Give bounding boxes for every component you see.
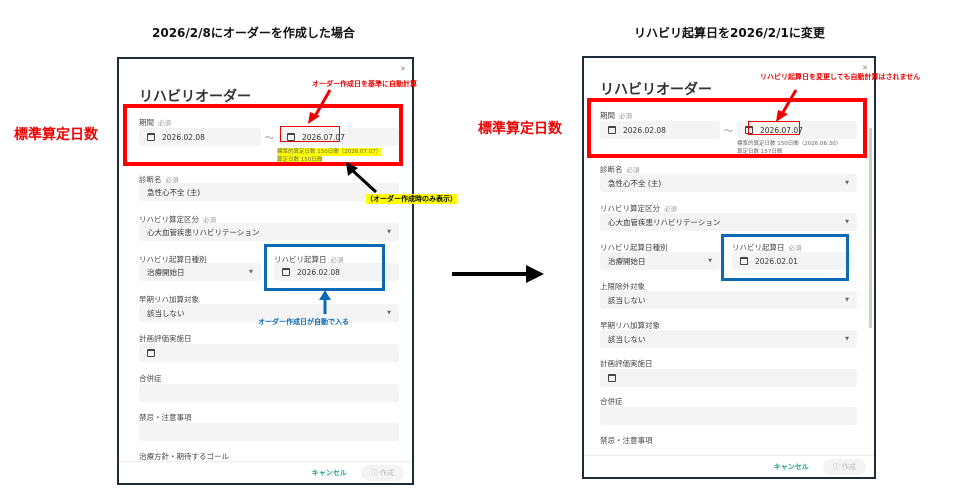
category-select[interactable]: 心大血管疾患リハビリテーション▼ (139, 223, 399, 241)
category-label: リハビリ算定区分必須 (139, 215, 216, 224)
complication-input[interactable] (600, 407, 857, 425)
close-icon[interactable]: ✕ (862, 64, 868, 72)
calendar-icon (608, 374, 616, 382)
tilde: 〜 (265, 134, 275, 144)
calendar-icon (745, 126, 753, 134)
right-side-label: 標準算定日数 (478, 121, 562, 137)
start-day-highlight (721, 234, 849, 281)
early-select[interactable]: 該当しない▼ (600, 330, 857, 348)
auto-fill-note: オーダー作成日が自動で入る (258, 318, 349, 326)
start-type-select[interactable]: 治療開始日▼ (600, 252, 720, 270)
dialog-footer: キャンセル ⓘ 作成 (119, 461, 412, 483)
period-label: 期間必須 (139, 118, 171, 127)
calendar-icon (147, 133, 155, 141)
dialog-title: リハビリオーダー (139, 89, 251, 105)
calendar-icon (287, 133, 295, 141)
limit-select[interactable]: 該当しない▼ (600, 291, 857, 309)
start-day-input[interactable]: 2026.02.01 (732, 252, 852, 270)
start-type-label: リハビリ起算日種別 (139, 255, 207, 264)
tilde: 〜 (724, 127, 734, 137)
start-date-input[interactable]: 2026.02.08 (139, 128, 261, 146)
start-date-input[interactable]: 2026.02.08 (600, 121, 720, 139)
dialog-footer: キャンセル ⓘ 作成 (584, 455, 874, 477)
days-hint: 算定日数 150日間 (277, 156, 323, 164)
calendar-icon (608, 126, 616, 134)
right-heading: リハビリ起算日を2026/2/1に変更 (634, 26, 825, 40)
plan-date-label: 計画評価実施日 (600, 359, 653, 368)
right-order-dialog: ✕ リハビリオーダー 期間必須 2026.02.08 〜 2026.07.07 … (582, 56, 876, 479)
standard-days-hint: 標準的算定日数 150日間（2026.07.07） (277, 148, 382, 156)
end-date-highlight (280, 126, 340, 142)
end-date-highlight (748, 121, 800, 135)
start-day-label: リハビリ起算日必須 (732, 243, 802, 252)
no-auto-calc-note: リハビリ起算日を変更しても自動計算はされません (760, 73, 921, 81)
create-button[interactable]: ⓘ 作成 (822, 458, 866, 475)
early-label: 早期リハ加算対象 (600, 321, 660, 330)
category-label: リハビリ算定区分必須 (600, 204, 677, 213)
dropdown-arrow-icon: ▼ (249, 269, 253, 275)
display-only-note: （オーダー作成時のみ表示） (366, 194, 457, 204)
start-day-highlight (264, 244, 385, 291)
calendar-icon (740, 257, 748, 265)
arrow-icon (308, 89, 332, 124)
arrow-icon (319, 290, 331, 314)
early-select[interactable]: 該当しない▼ (139, 304, 399, 322)
plan-date-input[interactable] (600, 369, 857, 387)
calendar-icon (147, 349, 155, 357)
dropdown-arrow-icon: ▼ (387, 310, 391, 316)
transition-arrow-icon (452, 265, 544, 283)
dropdown-arrow-icon: ▼ (387, 229, 391, 235)
diagnosis-label: 診断名必須 (600, 165, 640, 174)
diagnosis-select[interactable]: 急性心不全 (主)▼ (600, 174, 857, 192)
plan-date-input[interactable] (139, 344, 399, 362)
dropdown-arrow-icon: ▼ (845, 297, 849, 303)
auto-calc-note: オーダー作成日を基準に自動計算 (312, 80, 417, 88)
diagnosis-label: 診断名必須 (139, 175, 179, 184)
left-heading: 2026/2/8にオーダーを作成した場合 (152, 26, 355, 40)
category-select[interactable]: 心大血管疾患リハビリテーション▼ (600, 213, 857, 231)
complication-input[interactable] (139, 384, 399, 402)
start-day-label: リハビリ起算日必須 (274, 255, 344, 264)
left-side-label: 標準算定日数 (14, 127, 98, 143)
diagnosis-select[interactable]: 急性心不全 (主) (139, 183, 399, 201)
start-type-select[interactable]: 治療開始日▼ (139, 263, 261, 281)
complication-label: 合併症 (600, 397, 623, 406)
cancel-button[interactable]: キャンセル (311, 468, 347, 477)
contra-label: 禁忌・注意事項 (600, 436, 653, 445)
arrow-icon (346, 162, 378, 194)
dropdown-arrow-icon: ▼ (845, 219, 849, 225)
period-label: 期間必須 (600, 111, 632, 120)
plan-date-label: 計画評価実施日 (139, 334, 192, 343)
complication-label: 合併症 (139, 374, 162, 383)
contra-label: 禁忌・注意事項 (139, 413, 192, 422)
start-day-input[interactable]: 2026.02.08 (274, 263, 399, 281)
create-button[interactable]: ⓘ 作成 (360, 464, 404, 481)
calendar-icon (282, 268, 290, 276)
dropdown-arrow-icon: ▼ (708, 258, 712, 264)
dropdown-arrow-icon: ▼ (845, 336, 849, 342)
arrow-icon (776, 89, 798, 122)
early-label: 早期リハ加算対象 (139, 295, 199, 304)
policy-label: 治療方針・期待するゴール (139, 452, 229, 461)
period-highlight (123, 104, 403, 166)
contra-input[interactable] (139, 423, 399, 441)
start-type-label: リハビリ起算日種別 (600, 243, 668, 252)
days-hint: 算定日数 157日間 (737, 149, 783, 155)
left-order-dialog: ✕ リハビリオーダー 期間必須 2026.02.08 〜 2026.07.07 … (117, 57, 414, 485)
cancel-button[interactable]: キャンセル (773, 462, 809, 471)
standard-days-hint: 標準的算定日数 150日間（2026.06.30） (737, 141, 842, 147)
close-icon[interactable]: ✕ (400, 65, 406, 73)
limit-label: 上限除外対象 (600, 282, 645, 291)
dropdown-arrow-icon: ▼ (845, 180, 849, 186)
scrollbar[interactable] (869, 128, 872, 328)
period-highlight (587, 98, 867, 158)
dialog-title: リハビリオーダー (600, 82, 712, 98)
